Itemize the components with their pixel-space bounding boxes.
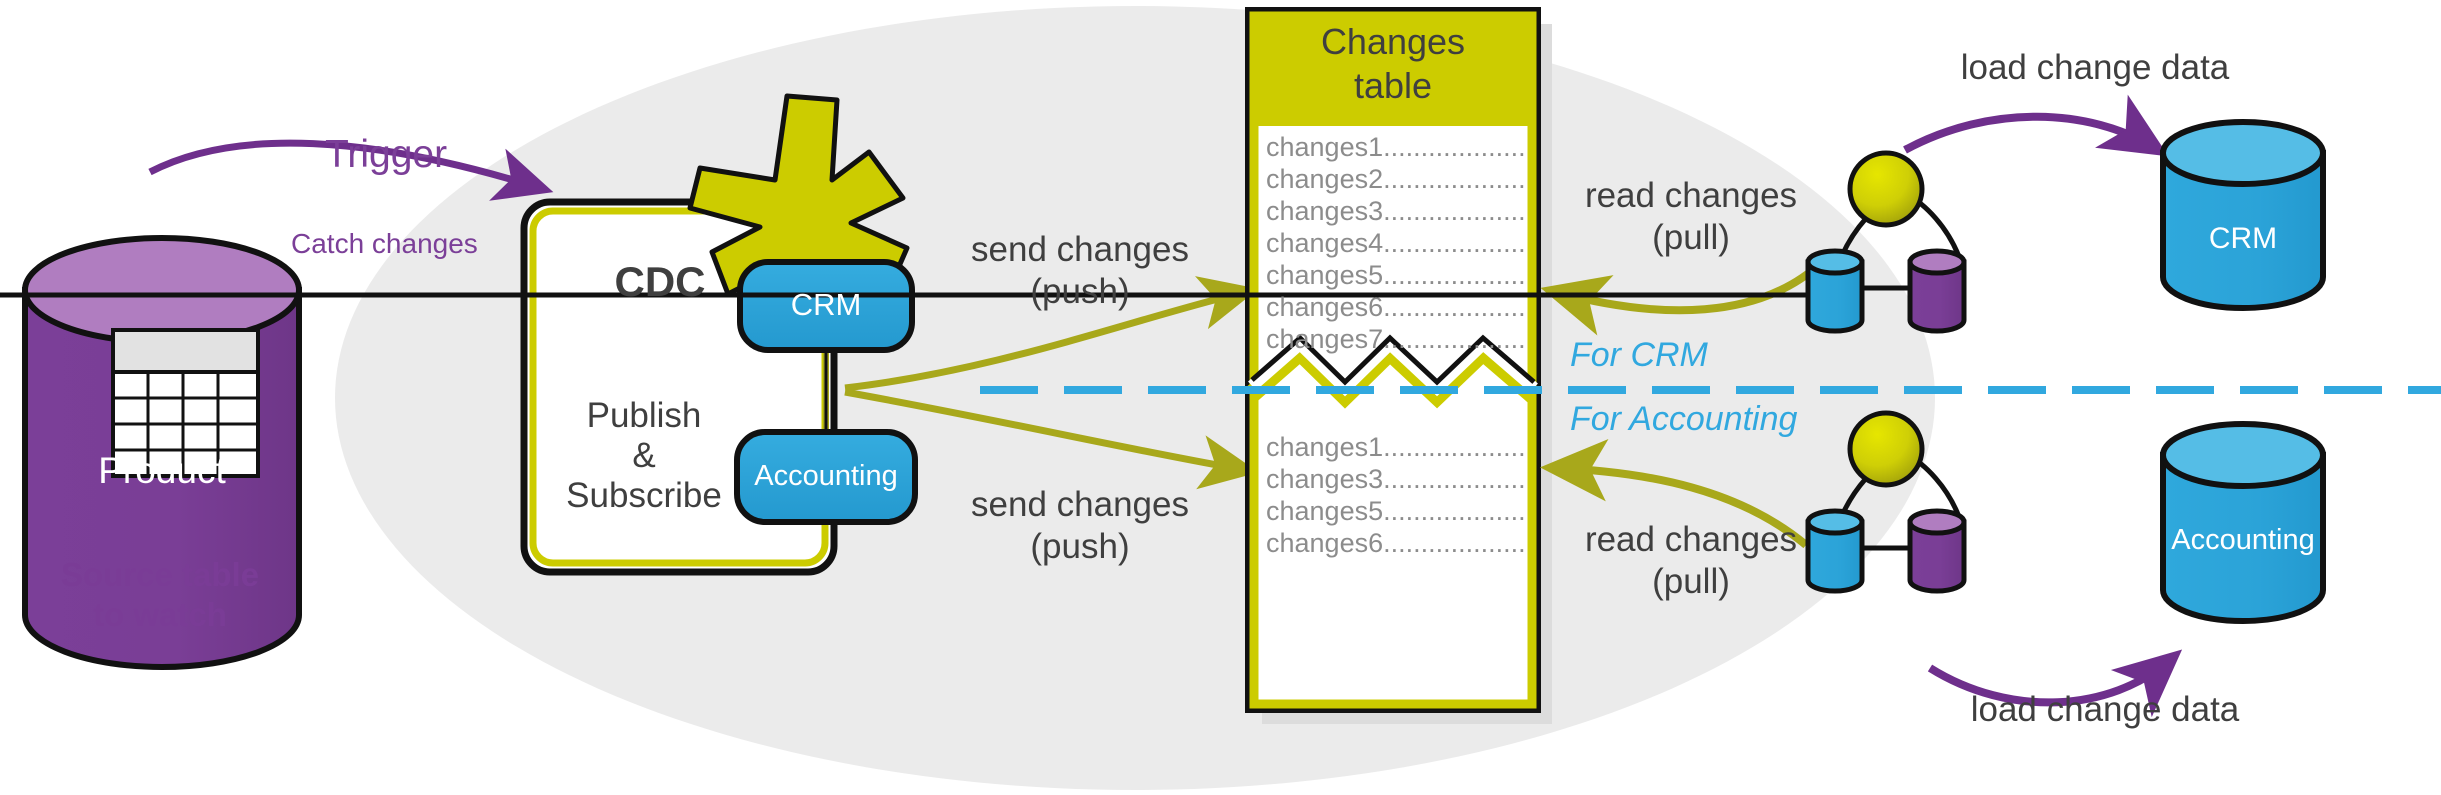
cdc-subtitle-line2: & [632, 436, 656, 475]
changes-row: changes1................................ [1266, 132, 1528, 162]
trigger-label: Trigger [325, 133, 448, 176]
changes-table-upper-rows: changes1................................… [1266, 132, 1528, 356]
send-changes-accounting-line2: (push) [1030, 527, 1130, 566]
divider-label-for-crm: For CRM [1570, 336, 1708, 374]
target-db-crm-shape [2160, 119, 2326, 311]
trigger-arrow [148, 139, 554, 201]
cdc-topic-accounting-shape [734, 429, 918, 525]
cdc-topic-accounting-label[interactable]: Accounting [754, 460, 898, 492]
load-change-data-arrows [1903, 94, 2183, 718]
target-db-accounting-label: Accounting [2171, 524, 2315, 556]
read-changes-arrows [1540, 259, 1825, 549]
target-db-crm-label: CRM [2208, 222, 2278, 255]
load-change-data-bottom-label: load change data [1970, 690, 2240, 729]
source-caption-line1: Source table [60, 556, 260, 593]
changes-row: changes3................................ [1266, 196, 1528, 226]
cdc-title: CDC [614, 258, 706, 305]
changes-row: changes7................................ [1266, 324, 1528, 354]
target-db-accounting-shape [2160, 421, 2326, 624]
read-changes-accounting-line1: read changes [1584, 520, 1798, 559]
changes-table-shape [1245, 7, 1552, 724]
cdc-topic-crm-shape [737, 259, 915, 353]
read-changes-crm-line1: read changes [1584, 176, 1798, 215]
source-caption-line2: to watch [93, 596, 227, 633]
changes-table-lower-rows: changes1................................… [1266, 432, 1528, 560]
cdc-topic-crm-label[interactable]: CRM [790, 287, 862, 322]
changes-row: changes4................................ [1266, 228, 1528, 258]
divider-label-for-accounting: For Accounting [1570, 400, 1798, 438]
changes-row: changes5................................ [1266, 260, 1528, 290]
changes-table-header-line1: Changes [1320, 21, 1466, 62]
send-changes-crm-line2: (push) [1030, 272, 1130, 311]
read-changes-crm-line2: (pull) [1652, 218, 1730, 257]
source-table-icon [111, 328, 260, 478]
catch-changes-label: Catch changes [291, 228, 478, 259]
send-changes-accounting-line1: send changes [971, 485, 1189, 524]
changes-row: changes2................................ [1266, 164, 1528, 194]
changes-row: changes6................................ [1266, 292, 1528, 322]
read-changes-accounting-line2: (pull) [1652, 562, 1730, 601]
cdc-subtitle-line3: Subscribe [566, 476, 722, 515]
changes-table-header-line2: table [1353, 65, 1433, 106]
etl-worker-crm-shape [0, 150, 1967, 334]
load-change-data-top-label: load change data [1960, 48, 2230, 87]
changes-row: changes5................................ [1266, 496, 1528, 526]
send-changes-arrows [844, 276, 1259, 490]
send-changes-crm-line1: send changes [971, 230, 1189, 269]
changes-row: changes1................................ [1266, 432, 1528, 462]
cdc-subtitle-line1: Publish [586, 396, 702, 435]
etl-worker-accounting-shape [1805, 410, 1967, 594]
changes-row: changes3................................ [1266, 464, 1528, 494]
source-cylinder-label: Product [98, 450, 226, 491]
changes-row: changes6................................ [1266, 528, 1528, 558]
